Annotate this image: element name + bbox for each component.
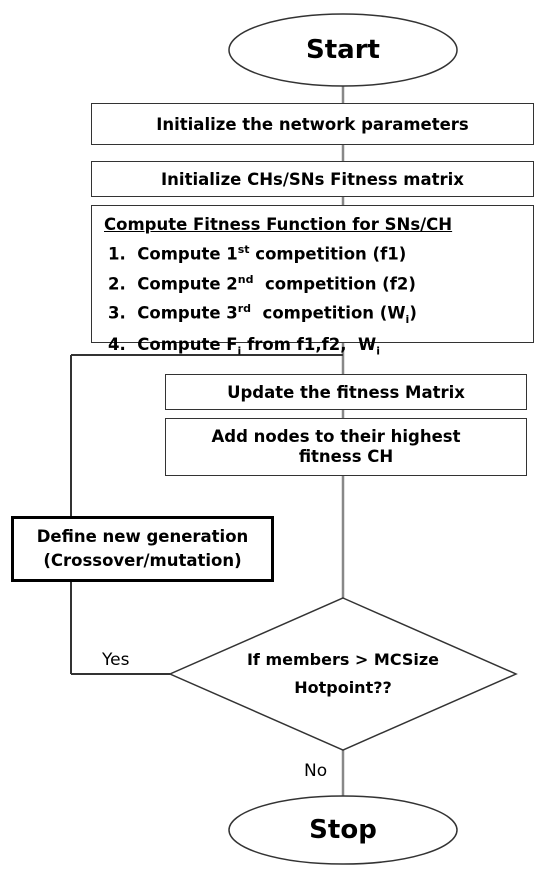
compute-step-4: 4. Compute Fi from f1,f2, Wi xyxy=(108,334,380,358)
init-params-box: Initialize the network parameters xyxy=(91,103,534,145)
yes-label: Yes xyxy=(102,650,130,670)
decision-line2: Hotpoint?? xyxy=(294,678,392,697)
update-matrix-label: Update the fitness Matrix xyxy=(227,382,465,402)
start-ellipse xyxy=(228,13,458,87)
add-nodes-line2: fitness CH xyxy=(298,447,394,466)
decision-diamond xyxy=(168,597,518,751)
define-generation-box: Define new generation (Crossover/mutatio… xyxy=(11,516,274,582)
update-matrix-box: Update the fitness Matrix xyxy=(165,374,527,410)
compute-title: Compute Fitness Function for SNs/CH xyxy=(104,215,453,234)
no-label: No xyxy=(304,761,328,781)
init-matrix-box: Initialize CHs/SNs Fitness matrix xyxy=(91,161,534,197)
start-label: Start xyxy=(306,35,380,65)
add-nodes-line1: Add nodes to their highest xyxy=(211,427,461,446)
compute-step-1: 1. Compute 1st competition (f1) xyxy=(108,243,407,264)
decision-line1: If members > MCSize xyxy=(246,650,440,669)
decision-text: If members > MCSize Hotpoint?? xyxy=(170,646,516,702)
stop-ellipse xyxy=(228,795,458,865)
define-line2: (Crossover/mutation) xyxy=(43,551,242,570)
compute-step-2: 2. Compute 2nd competition (f2) xyxy=(108,272,416,294)
init-matrix-label: Initialize CHs/SNs Fitness matrix xyxy=(161,169,464,189)
compute-steps: 1. Compute 1st competition (f1) 2. Compu… xyxy=(104,239,533,362)
add-nodes-box: Add nodes to their highest fitness CH xyxy=(165,418,527,476)
init-params-label: Initialize the network parameters xyxy=(156,114,469,134)
compute-fitness-box: Compute Fitness Function for SNs/CH 1. C… xyxy=(91,205,534,357)
compute-step-3: 3. Compute 3rd competition (Wi) xyxy=(108,302,417,326)
define-line1: Define new generation xyxy=(36,527,249,546)
stop-label: Stop xyxy=(309,815,377,845)
